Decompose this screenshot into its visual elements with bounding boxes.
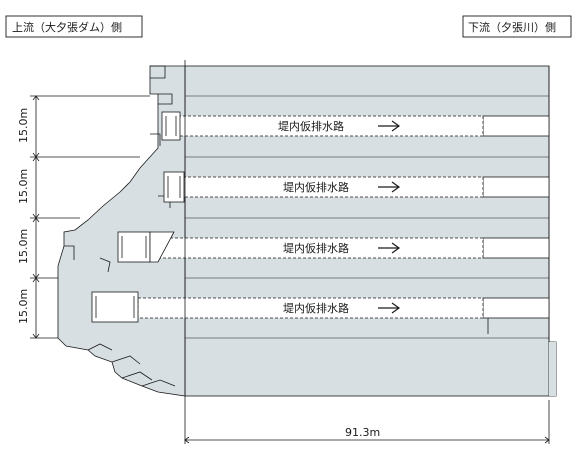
length-dimension	[184, 436, 550, 444]
downstream-label-box	[462, 15, 572, 38]
outlet-4	[482, 297, 550, 319]
elevation-label-1: 15.0m	[17, 108, 30, 143]
bottom-step-2	[111, 355, 141, 365]
channel-3: 堤内仮排水路	[149, 237, 484, 259]
channel-label-4: 堤内仮排水路	[283, 301, 349, 315]
step-2	[150, 133, 161, 146]
flow-arrow-head-3	[391, 242, 401, 254]
channel-label-2: 堤内仮排水路	[283, 180, 349, 194]
upper-step	[158, 93, 173, 105]
inlet-gate-1	[161, 111, 181, 141]
bottom-step-1	[87, 343, 113, 351]
outlet-3	[482, 237, 550, 259]
elevation-dimensions	[30, 95, 150, 339]
upstream-label: 上流（大夕張ダム）側	[12, 20, 122, 34]
channel-label-1: 堤内仮排水路	[278, 119, 344, 133]
crest-notch	[150, 65, 166, 79]
elevation-label-4: 15.0m	[17, 289, 30, 324]
flow-arrow-head-1	[391, 120, 401, 132]
step-5	[99, 257, 111, 273]
channel-4: 堤内仮排水路	[137, 297, 484, 319]
elevation-label-2: 15.0m	[17, 169, 30, 204]
upstream-label-box	[5, 15, 143, 38]
flow-arrow-head-4	[391, 302, 401, 314]
channel-2: 堤内仮排水路	[177, 176, 484, 198]
flow-arrow-head-2	[391, 181, 401, 193]
bottom-step-4	[141, 379, 176, 387]
inlet-gate-2	[163, 171, 185, 203]
downstream-label: 下流（夕張川）側	[468, 20, 556, 34]
inlet-gate-3	[117, 231, 175, 263]
outlet-2	[482, 176, 550, 198]
length-label: 91.3m	[345, 426, 380, 439]
channel-1: 堤内仮排水路	[177, 115, 484, 137]
bottom-step-3	[121, 371, 153, 381]
dam-right-step-fill	[549, 342, 556, 396]
channel-label-3: 堤内仮排水路	[283, 241, 349, 255]
elevation-label-3: 15.0m	[17, 229, 30, 264]
step-4	[64, 245, 75, 260]
outlet-1	[482, 115, 550, 137]
inlet-gate-4	[91, 291, 139, 323]
dam-body	[184, 65, 550, 397]
